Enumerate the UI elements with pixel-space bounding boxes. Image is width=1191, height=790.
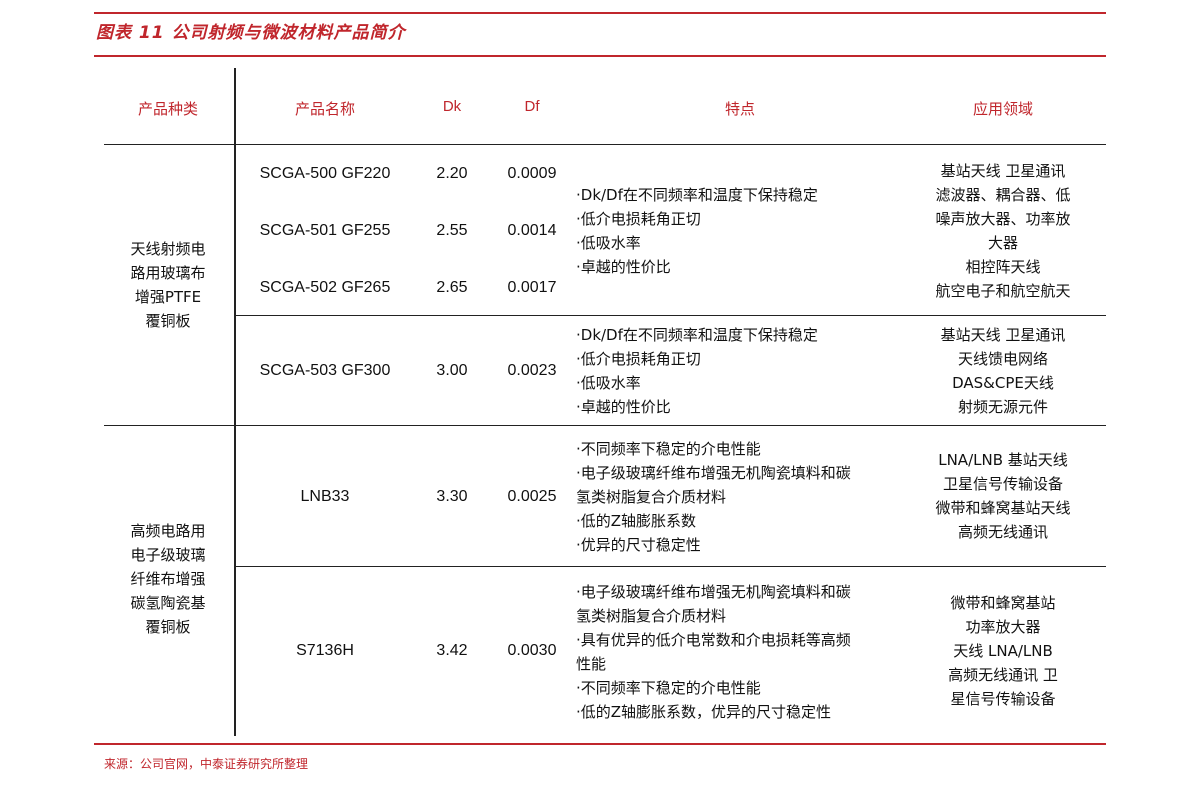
header-applications: 应用领域	[972, 100, 1033, 118]
product-name: SCGA-503 GF300	[259, 362, 391, 379]
product-dk: 3.42	[436, 642, 468, 659]
category-cell: 高频电路用 电子级玻璃 纤维布增强 碳氢陶瓷基 覆铜板	[130, 522, 206, 636]
header-features: 特点	[724, 100, 755, 118]
applications-cell: 基站天线 卫星通讯 天线馈电网络 DAS&CPE天线 射频无源元件	[940, 326, 1066, 416]
header-category: 产品种类	[137, 100, 198, 118]
features-cell: ·不同频率下稳定的介电性能 ·电子级玻璃纤维布增强无机陶瓷填料和碳 氢类树脂复合…	[576, 440, 851, 554]
product-df: 0.0025	[507, 488, 557, 505]
applications-cell: LNA/LNB 基站天线 卫星信号传输设备 微带和蜂窝基站天线 高频无线通讯	[935, 451, 1071, 541]
header-product-name: 产品名称	[294, 100, 355, 118]
header-df: Df	[524, 98, 540, 115]
header-dk: Dk	[442, 98, 462, 115]
row-divider	[236, 315, 1106, 316]
product-df: 0.0014	[507, 222, 557, 239]
source-note: 来源：公司官网，中泰证券研究所整理	[104, 757, 309, 771]
category-cell: 天线射频电 路用玻璃布 增强PTFE 覆铜板	[130, 240, 206, 330]
product-name: SCGA-502 GF265	[259, 279, 391, 296]
product-name: SCGA-501 GF255	[259, 222, 391, 239]
title-rule	[94, 55, 1106, 57]
features-cell: ·Dk/Df在不同频率和温度下保持稳定 ·低介电损耗角正切 ·低吸水率 ·卓越的…	[576, 326, 818, 416]
product-name: S7136H	[296, 642, 354, 659]
figure-title: 图表 11 公司射频与微波材料产品简介	[96, 23, 406, 43]
product-df: 0.0030	[507, 642, 557, 659]
features-cell: ·Dk/Df在不同频率和温度下保持稳定 ·低介电损耗角正切 ·低吸水率 ·卓越的…	[576, 186, 818, 276]
bottom-rule	[94, 743, 1106, 745]
product-dk: 3.00	[436, 362, 468, 379]
row-divider	[236, 566, 1106, 567]
features-cell: ·电子级玻璃纤维布增强无机陶瓷填料和碳 氢类树脂复合介质材料 ·具有优异的低介电…	[576, 583, 851, 721]
product-df: 0.0009	[507, 165, 557, 182]
product-dk: 2.65	[436, 279, 468, 296]
product-df: 0.0023	[507, 362, 557, 379]
group-divider	[104, 425, 1106, 426]
product-name: LNB33	[300, 488, 350, 505]
applications-cell: 基站天线 卫星通讯 滤波器、耦合器、低 噪声放大器、功率放 大器 相控阵天线 航…	[935, 162, 1071, 300]
product-df: 0.0017	[507, 279, 557, 296]
product-dk: 3.30	[436, 488, 468, 505]
header-divider	[104, 144, 1106, 145]
column-divider	[234, 68, 236, 736]
product-dk: 2.55	[436, 222, 468, 239]
product-dk: 2.20	[436, 165, 468, 182]
applications-cell: 微带和蜂窝基站 功率放大器 天线 LNA/LNB 高频无线通讯 卫 星信号传输设…	[948, 594, 1058, 708]
top-rule	[94, 12, 1106, 14]
product-name: SCGA-500 GF220	[259, 165, 391, 182]
